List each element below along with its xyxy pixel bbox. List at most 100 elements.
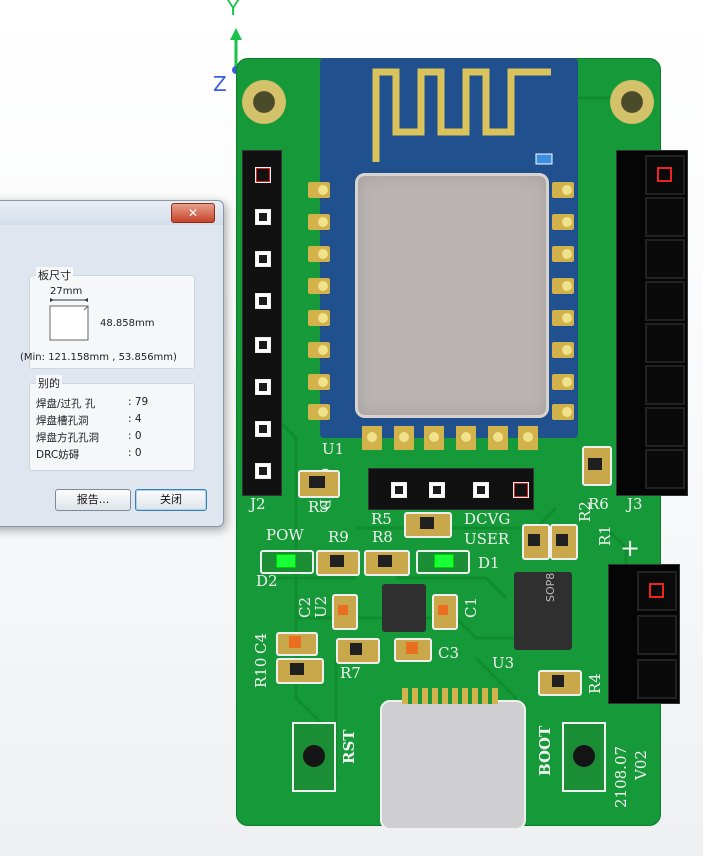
- label-r5: R5: [371, 510, 392, 528]
- header-socket[interactable]: [645, 197, 685, 237]
- header-socket[interactable]: [645, 407, 685, 447]
- capacitor-c3: [394, 638, 432, 662]
- board-size-group: 板尺寸 27mm 48.858mm (Min: 121.158mm , 53.8…: [20, 267, 195, 369]
- capacitor-c2: [332, 594, 358, 630]
- resistor-r7: [336, 638, 380, 664]
- header-pin[interactable]: [513, 482, 529, 498]
- mounting-hole-left: [242, 80, 286, 124]
- esp-pad: [456, 426, 476, 450]
- usb-pins: [402, 688, 498, 704]
- label-r8: R8: [372, 528, 393, 546]
- antenna-trace: [372, 68, 553, 165]
- esp-pad: [552, 404, 574, 420]
- header-socket[interactable]: [645, 365, 685, 405]
- pcb-board[interactable]: U1 J2 J3 OLED R3 R6 R5 DCVG USER: [236, 58, 688, 830]
- resistor-r2: [522, 524, 550, 560]
- stats-title: 别的: [36, 375, 62, 391]
- header-pin[interactable]: [255, 167, 271, 183]
- header-socket[interactable]: [645, 323, 685, 363]
- close-icon[interactable]: ✕: [171, 203, 215, 223]
- header-oled[interactable]: [368, 468, 534, 510]
- esp-pad: [308, 342, 330, 358]
- stat-label: 焊盘方孔孔洞: [36, 432, 99, 444]
- stat-label: 焊盘/过孔 孔: [36, 398, 96, 410]
- esp-pad: [488, 426, 508, 450]
- label-c3: C3: [438, 644, 460, 662]
- header-socket[interactable]: [637, 659, 677, 699]
- header-pin[interactable]: [255, 251, 271, 267]
- board-width: 27mm: [50, 286, 83, 297]
- label-r4: R4: [586, 673, 604, 694]
- header-pin[interactable]: [255, 421, 271, 437]
- header-j2[interactable]: [242, 150, 282, 496]
- mounting-hole-right: [610, 80, 654, 124]
- header-pin[interactable]: [255, 463, 271, 479]
- y-axis-label: Y: [227, 0, 240, 20]
- stats-group: 别的 焊盘/过孔 孔 : 79 焊盘槽孔洞 : 4 焊盘方孔孔洞 : 0 DRC…: [29, 375, 195, 471]
- label-r1: R1: [596, 525, 614, 546]
- header-socket[interactable]: [645, 239, 685, 279]
- esp-pad: [308, 246, 330, 262]
- esp-pad: [518, 426, 538, 450]
- label-sop8: SOP8: [544, 572, 557, 602]
- esp-pad: [424, 426, 444, 450]
- header-pin[interactable]: [255, 337, 271, 353]
- dialog-titlebar[interactable]: ✕: [0, 201, 223, 225]
- header-pin[interactable]: [255, 293, 271, 309]
- header-socket[interactable]: [637, 571, 677, 611]
- header-pin[interactable]: [429, 482, 445, 498]
- usb-c-connector[interactable]: [380, 700, 526, 830]
- label-u3: U3: [492, 654, 515, 672]
- header-pin[interactable]: [391, 482, 407, 498]
- close-button[interactable]: 关闭: [135, 489, 207, 511]
- esp-pad: [394, 426, 414, 450]
- resistor-r4: [538, 670, 582, 696]
- esp-pad: [552, 214, 574, 230]
- label-c1: C1: [462, 596, 480, 618]
- esp-pad: [552, 246, 574, 262]
- stat-label: 焊盘槽孔洞: [36, 415, 89, 427]
- header-socket[interactable]: [637, 615, 677, 655]
- label-date: 2108.07: [612, 745, 630, 808]
- stat-row: 焊盘方孔孔洞 : 0: [36, 430, 186, 445]
- label-r10: R10: [252, 657, 270, 688]
- esp-pad: [308, 310, 330, 326]
- stat-row: 焊盘/过孔 孔 : 79: [36, 396, 186, 411]
- header-socket[interactable]: [645, 155, 685, 195]
- label-u1: U1: [322, 440, 345, 458]
- led-d1: [416, 550, 470, 574]
- board-outline-icon: [49, 298, 89, 341]
- label-pow: POW: [266, 526, 304, 544]
- stat-row: 焊盘槽孔洞 : 4: [36, 413, 186, 428]
- header-j3[interactable]: [616, 150, 688, 496]
- label-r7: R7: [340, 664, 361, 682]
- esp-pad: [308, 374, 330, 390]
- label-d1: D1: [478, 554, 500, 572]
- button-rst[interactable]: [292, 722, 336, 792]
- header-right[interactable]: [608, 564, 680, 704]
- esp-pad: [308, 182, 330, 198]
- label-c4: C4: [252, 632, 270, 654]
- label-j3: J3: [627, 495, 643, 513]
- esp-pad: [362, 426, 382, 450]
- esp-pad: [552, 374, 574, 390]
- esp-pad: [552, 278, 574, 294]
- resistor-r1: [550, 524, 578, 560]
- header-socket[interactable]: [645, 449, 685, 489]
- label-rst: RST: [340, 729, 358, 764]
- header-socket[interactable]: [645, 281, 685, 321]
- report-button[interactable]: 报告...: [55, 489, 131, 511]
- esp-pad: [308, 214, 330, 230]
- stat-value: : 0: [128, 447, 142, 459]
- header-pin[interactable]: [255, 209, 271, 225]
- board-size-title: 板尺寸: [36, 267, 73, 283]
- board-info-dialog[interactable]: ✕ 板尺寸 27mm 48.858mm (Min: 121.158mm , 53…: [0, 200, 224, 527]
- header-pin[interactable]: [473, 482, 489, 498]
- stat-value: : 0: [128, 430, 142, 442]
- esp-pad: [552, 182, 574, 198]
- label-r9: R9: [328, 528, 349, 546]
- esp-pad: [308, 404, 330, 420]
- board-min-size: (Min: 121.158mm , 53.856mm): [20, 352, 177, 363]
- header-pin[interactable]: [255, 379, 271, 395]
- button-boot[interactable]: [562, 722, 606, 792]
